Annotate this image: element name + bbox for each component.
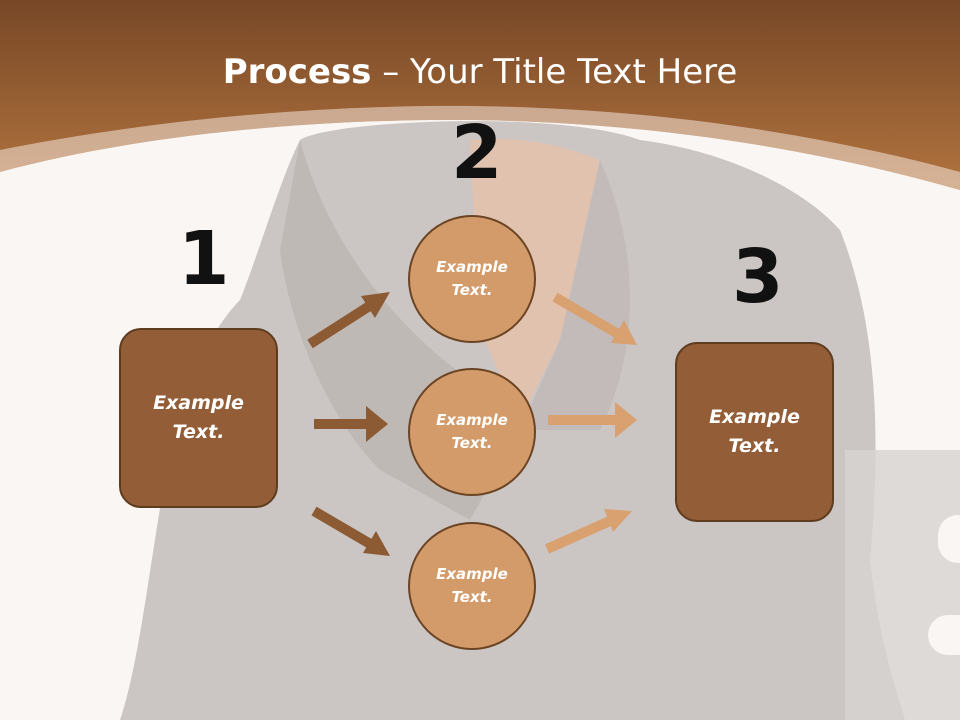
slide-title-rest: – Your Title Text Here [371,52,738,92]
circle-top: Example Text. [408,215,536,343]
header-swoosh [0,105,960,190]
step-3-text-line2: Text. [728,435,781,457]
step-1-text-line1: Example [153,392,244,414]
circle-bottom-text-line2: Text. [451,588,493,606]
arrows [307,292,637,556]
circle-bottom-text-line1: Example [436,565,508,583]
step-number-3: 3 [732,234,784,320]
step-number-1: 1 [178,216,230,302]
circle-top-text-line2: Text. [451,281,493,299]
slide-title: Process – Your Title Text Here [0,52,960,92]
slide-title-bold: Process [222,52,372,92]
arrow-circle-bottom-to-box3 [544,509,632,554]
step-number-2: 2 [451,110,503,196]
circle-bottom: Example Text. [408,522,536,650]
circle-middle: Example Text. [408,368,536,496]
step-1-text-line2: Text. [172,421,225,443]
arrow-box1-to-circle-top [307,292,390,349]
circle-top-text-line1: Example [436,258,508,276]
arrow-circle-top-to-box3 [552,292,637,345]
step-1-box: Example Text. [119,328,278,508]
step-3-text-line1: Example [709,406,800,428]
arrow-box1-to-circle-middle [314,406,388,442]
header-band [0,0,960,190]
circle-middle-text-line1: Example [436,411,508,429]
arrow-box1-to-circle-bottom [311,506,390,556]
circle-middle-text-line2: Text. [451,434,493,452]
arrow-circle-middle-to-box3 [548,402,637,438]
step-3-box: Example Text. [675,342,834,522]
